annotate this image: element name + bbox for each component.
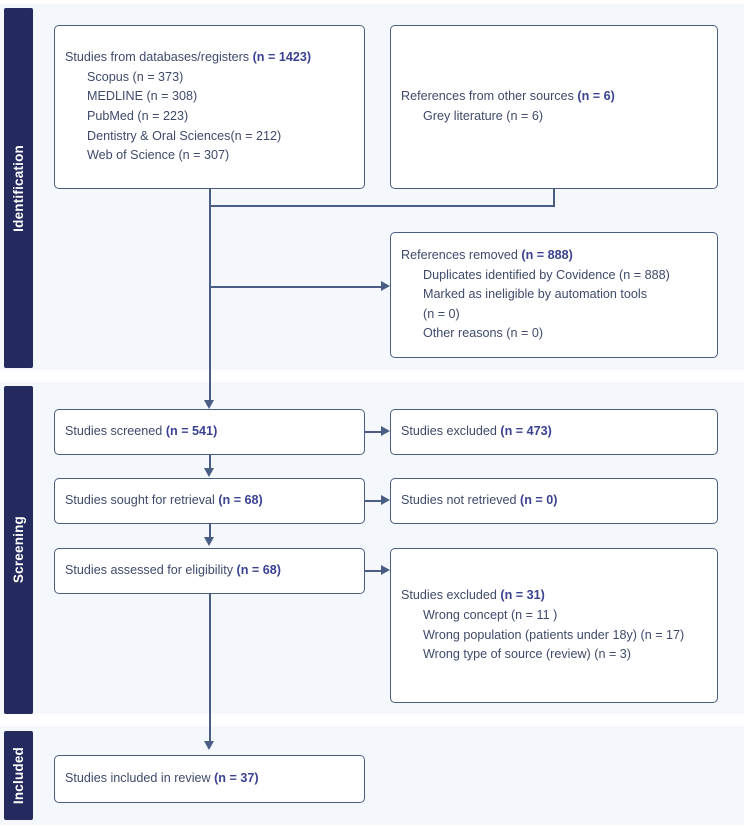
stage-label-identification: Identification bbox=[11, 144, 26, 232]
box-line: Other reasons (n = 0) bbox=[423, 326, 544, 341]
stage-tab-included: Included bbox=[4, 731, 33, 820]
box-studies-included-in-review: Studies included in review (n = 37) bbox=[54, 755, 365, 803]
box-studies-excluded-screening: Studies excluded (n = 473) bbox=[390, 409, 718, 455]
connector-sought-to-not-retrieved bbox=[365, 500, 382, 502]
box-line: Wrong type of source (review) (n = 3) bbox=[423, 647, 631, 662]
box-line: Studies included in review (n = 37) bbox=[65, 771, 259, 786]
box-line: References removed (n = 888) bbox=[401, 248, 573, 263]
box-line: Wrong population (patients under 18y) (n… bbox=[423, 627, 685, 642]
box-studies-from-databases: Studies from databases/registers (n = 14… bbox=[54, 25, 365, 189]
box-line: Marked as ineligible by automation tools bbox=[423, 287, 648, 302]
box-line: Duplicates identified by Covidence (n = … bbox=[423, 267, 670, 282]
arrowhead-to-studies-screened bbox=[204, 400, 214, 409]
connector-databases-down bbox=[209, 189, 211, 207]
box-studies-assessed-for-eligibility: Studies assessed for eligibility (n = 68… bbox=[54, 548, 365, 594]
connector-assessed-to-included bbox=[209, 594, 211, 742]
box-line: (n = 0) bbox=[423, 306, 460, 321]
box-line-count: (n = 541) bbox=[165, 424, 218, 439]
box-line-count: (n = 68) bbox=[236, 563, 281, 578]
box-references-from-other-sources: References from other sources (n = 6) Gre… bbox=[390, 25, 718, 189]
arrowhead-to-studies-not-retrieved bbox=[381, 495, 390, 505]
box-line: Scopus (n = 373) bbox=[87, 69, 184, 84]
connector-assessed-to-excluded bbox=[365, 570, 382, 572]
connector-screened-to-sought bbox=[209, 455, 211, 469]
box-line: Wrong concept (n = 11 ) bbox=[423, 607, 558, 622]
connector-sought-to-assessed bbox=[209, 524, 211, 538]
connector-merge-bar bbox=[209, 205, 555, 207]
box-line: Studies from databases/registers (n = 14… bbox=[65, 50, 312, 65]
arrowhead-to-studies-assessed bbox=[204, 537, 214, 546]
arrowhead-to-studies-excluded-screening bbox=[381, 426, 390, 436]
box-line-count: (n = 68) bbox=[218, 493, 263, 508]
box-line: References from other sources (n = 6) bbox=[401, 89, 615, 104]
stage-label-screening: Screening bbox=[11, 516, 26, 584]
connector-main-trunk-identification bbox=[209, 205, 211, 405]
box-studies-excluded-eligibility: Studies excluded (n = 31) Wrong concept (… bbox=[390, 548, 718, 703]
box-line: PubMed (n = 223) bbox=[87, 109, 189, 123]
box-line-count: (n = 1423) bbox=[252, 50, 312, 65]
box-line: Studies sought for retrieval (n = 68) bbox=[65, 493, 263, 508]
box-line: Studies screened (n = 541) bbox=[65, 424, 218, 439]
arrowhead-to-references-removed bbox=[381, 281, 390, 291]
box-line: Studies excluded (n = 473) bbox=[401, 424, 552, 439]
box-line-count: (n = 6) bbox=[577, 89, 615, 104]
box-line: Web of Science (n = 307) bbox=[87, 148, 230, 163]
stage-tab-identification: Identification bbox=[4, 8, 33, 368]
box-line: Studies assessed for eligibility (n = 68… bbox=[65, 563, 281, 578]
box-line-count: (n = 37) bbox=[214, 771, 259, 786]
stage-label-included: Included bbox=[11, 746, 26, 805]
box-line: Studies not retrieved (n = 0) bbox=[401, 493, 558, 508]
box-studies-sought-for-retrieval: Studies sought for retrieval (n = 68) bbox=[54, 478, 365, 524]
box-studies-screened: Studies screened (n = 541) bbox=[54, 409, 365, 455]
arrowhead-to-included-in-review bbox=[204, 741, 214, 750]
box-references-removed: References removed (n = 888) Duplicates i… bbox=[390, 232, 718, 358]
box-line-count: (n = 31) bbox=[500, 588, 545, 603]
arrowhead-to-studies-sought bbox=[204, 468, 214, 477]
connector-to-references-removed bbox=[209, 286, 382, 288]
box-line: Grey literature (n = 6) bbox=[423, 109, 544, 123]
box-line-count: (n = 0) bbox=[520, 493, 558, 508]
box-line: Dentistry & Oral Sciences(n = 212) bbox=[87, 128, 282, 143]
box-line-count: (n = 473) bbox=[500, 424, 552, 439]
box-studies-not-retrieved: Studies not retrieved (n = 0) bbox=[390, 478, 718, 524]
connector-other-sources-down bbox=[553, 189, 555, 207]
stage-tab-screening: Screening bbox=[4, 386, 33, 714]
box-line: MEDLINE (n = 308) bbox=[87, 89, 198, 104]
box-line-count: (n = 888) bbox=[521, 248, 573, 263]
arrowhead-to-studies-excluded-eligibility bbox=[381, 565, 390, 575]
box-line: Studies excluded (n = 31) bbox=[401, 588, 545, 603]
connector-screened-to-excluded bbox=[365, 431, 382, 433]
